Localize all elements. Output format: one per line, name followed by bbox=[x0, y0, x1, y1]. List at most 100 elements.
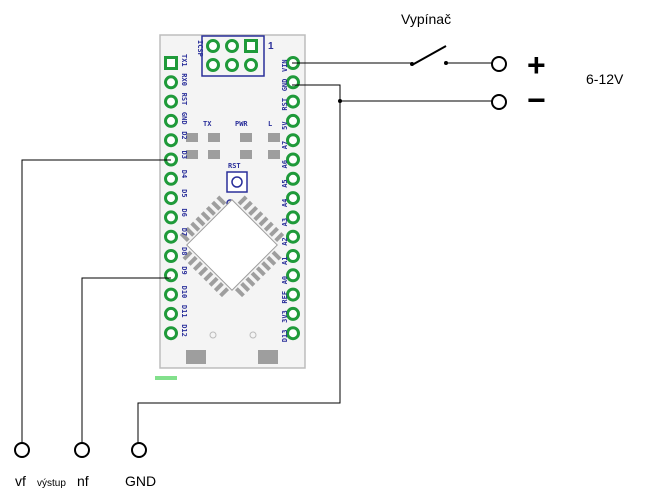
pin-d9-left: D9 bbox=[164, 266, 188, 283]
pin-label-right: A4 bbox=[281, 199, 289, 207]
pin-label-right: 3V3 bbox=[281, 310, 289, 323]
pin-label-right: 5V bbox=[281, 121, 289, 130]
icsp-pad bbox=[206, 39, 220, 53]
led-component bbox=[268, 133, 280, 142]
pin-label-left: D3 bbox=[180, 151, 188, 159]
pin-label-left: TX1 bbox=[180, 54, 188, 67]
wire-gnd-minus bbox=[292, 84, 492, 102]
pin-label-right: A1 bbox=[281, 257, 289, 265]
pin-label-left: D12 bbox=[180, 324, 188, 337]
pin-a3-right: A3 bbox=[281, 210, 300, 226]
icsp-label: ICSP bbox=[196, 40, 204, 57]
wire-d2-vf bbox=[21, 159, 171, 443]
pin-d8-left: D8 bbox=[164, 247, 188, 263]
icsp-pad bbox=[244, 39, 258, 53]
wire-d9-nf bbox=[81, 277, 171, 443]
vf-label: vf bbox=[15, 473, 26, 489]
pin-label-left: D6 bbox=[180, 208, 188, 216]
pin-label-left: D10 bbox=[180, 286, 188, 299]
pin-5v-right: 5V bbox=[281, 113, 300, 130]
pin-gnd-left: GND bbox=[164, 112, 188, 128]
led-component bbox=[240, 133, 252, 142]
pin-d6-left: D6 bbox=[164, 208, 188, 225]
pin-d5-left: D5 bbox=[164, 189, 188, 206]
pin-label-left: D9 bbox=[180, 266, 188, 274]
icsp-pad bbox=[225, 39, 239, 53]
pin-a7-right: A7 bbox=[281, 133, 300, 149]
pin-3v3-right: 3V3 bbox=[281, 306, 300, 323]
led-component bbox=[240, 150, 252, 159]
pin-d4-left: D4 bbox=[164, 170, 188, 186]
rst-button bbox=[226, 171, 248, 193]
pin-a6-right: A6 bbox=[281, 152, 300, 169]
voltage-label: 6-12V bbox=[586, 71, 624, 87]
terminal-nf bbox=[74, 442, 90, 458]
led-component bbox=[268, 150, 280, 159]
led-component bbox=[186, 150, 198, 159]
led-component bbox=[208, 150, 220, 159]
pin-label-right: VIN bbox=[281, 59, 289, 72]
pin-tx1-left: TX1 bbox=[164, 54, 188, 70]
pin-label-left: D4 bbox=[180, 170, 188, 178]
pin-d11-left: D11 bbox=[164, 305, 188, 321]
pin-label-right: A6 bbox=[281, 160, 289, 168]
pin-a2-right: A2 bbox=[281, 229, 300, 246]
pin-label-left: D11 bbox=[180, 305, 188, 318]
pin-label-left: D7 bbox=[180, 228, 188, 236]
icsp-pad bbox=[244, 58, 258, 72]
led-component bbox=[186, 133, 198, 142]
terminal-gnd bbox=[131, 442, 147, 458]
led-l-label: L bbox=[268, 120, 272, 128]
pin-label-right: A0 bbox=[281, 276, 289, 284]
pin-label-left: D8 bbox=[180, 247, 188, 255]
pin-d10-left: D10 bbox=[164, 286, 188, 302]
pin-d13-right: D13 bbox=[281, 326, 300, 342]
pin-label-right: REF bbox=[281, 291, 289, 304]
led-pwr-label: PWR bbox=[235, 120, 248, 128]
pin-ref-right: REF bbox=[281, 287, 300, 304]
wire-gnd-terminal bbox=[137, 101, 341, 443]
pin-label-left: D2 bbox=[180, 131, 188, 139]
wires bbox=[21, 45, 492, 443]
pin-label-right: GND bbox=[281, 79, 289, 92]
pin-label-left: RX0 bbox=[180, 73, 188, 86]
icsp-header bbox=[201, 35, 265, 77]
pin-label-left: RST bbox=[180, 93, 188, 106]
pin-label-left: GND bbox=[180, 112, 188, 125]
icsp-pads bbox=[206, 39, 258, 72]
icsp-pad bbox=[225, 58, 239, 72]
microcontroller-chip bbox=[179, 195, 285, 298]
arduino-nano-board: ICSP 1 TX RX PWR L RST TX1RX0RSTGNDD2D3D… bbox=[155, 34, 306, 380]
rst-button-label: RST bbox=[228, 162, 241, 170]
terminal-plus bbox=[491, 56, 507, 72]
terminal-vf bbox=[14, 442, 30, 458]
pin-rst-right: RST bbox=[281, 94, 300, 111]
pin-rx0-left: RX0 bbox=[164, 73, 188, 90]
vystup-label: výstup bbox=[37, 478, 66, 489]
pin-d7-left: D7 bbox=[164, 228, 188, 244]
plus-label: + bbox=[527, 47, 546, 83]
icsp-pad bbox=[206, 58, 220, 72]
led-tx-label: TX bbox=[203, 120, 212, 128]
terminal-minus bbox=[491, 94, 507, 110]
pin-a5-right: A5 bbox=[281, 171, 300, 188]
pin-a1-right: A1 bbox=[281, 249, 300, 265]
pin-label-right: A3 bbox=[281, 218, 289, 226]
led-component bbox=[208, 133, 220, 142]
pin-a4-right: A4 bbox=[281, 191, 300, 207]
pin-label-right: A2 bbox=[281, 237, 289, 245]
switch-label: Vypínač bbox=[401, 11, 451, 27]
pin-label-right: A7 bbox=[281, 141, 289, 149]
status-leds bbox=[186, 133, 280, 159]
switch-lever bbox=[411, 45, 447, 66]
pin-d2-left: D2 bbox=[164, 131, 188, 148]
terminals bbox=[14, 56, 507, 458]
nf-label: nf bbox=[77, 473, 89, 489]
icsp-pin-one: 1 bbox=[268, 41, 274, 52]
pin-label-left: D5 bbox=[180, 189, 188, 197]
pin-a0-right: A0 bbox=[281, 268, 300, 284]
pin-d12-left: D12 bbox=[164, 324, 188, 341]
